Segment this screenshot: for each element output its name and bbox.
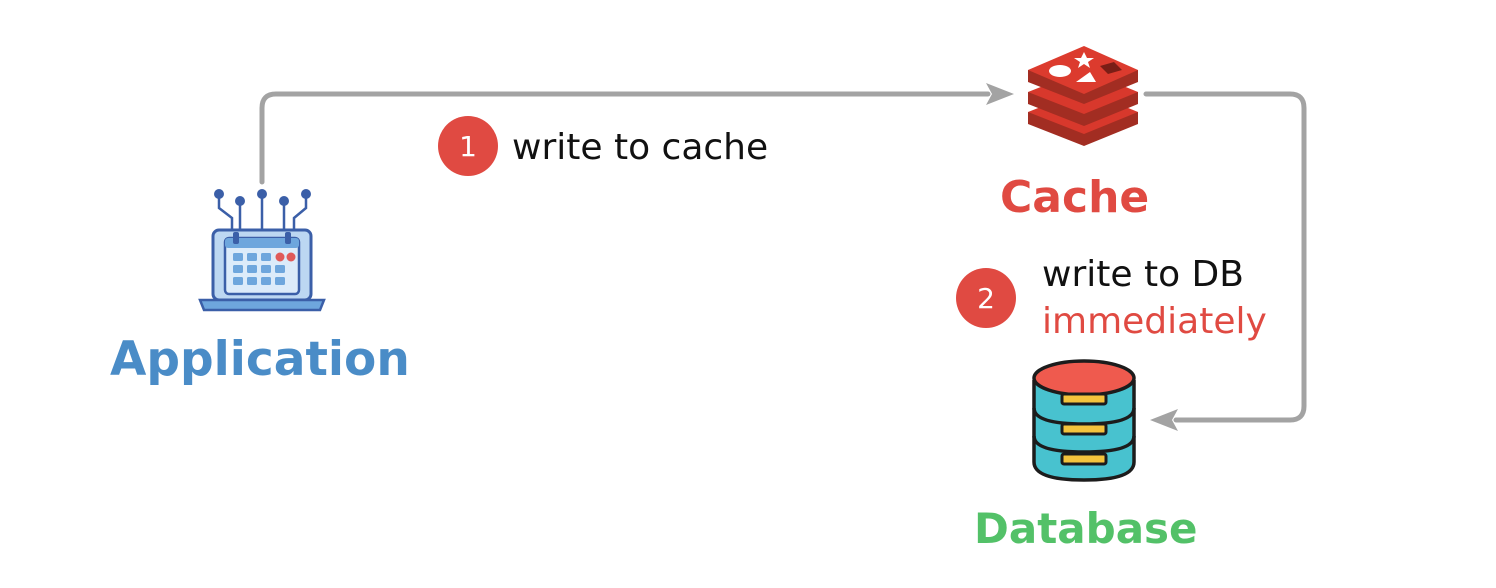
step-2-text-line1: write to DB — [1042, 254, 1244, 295]
step-1-badge: 1 — [438, 116, 498, 176]
step-1-number: 1 — [459, 130, 477, 163]
cache-label: Cache — [1000, 172, 1150, 223]
step-2-text-line2: immediately — [1042, 301, 1267, 342]
redis-cache-icon — [1028, 46, 1138, 146]
database-icon — [1032, 359, 1136, 482]
step-1-text: write to cache — [512, 127, 769, 168]
arrow-app-to-cache — [259, 83, 1014, 185]
database-label: Database — [974, 504, 1198, 553]
application-laptop-icon — [198, 189, 326, 312]
application-label: Application — [110, 332, 410, 387]
arrow-cache-to-db — [1143, 91, 1307, 431]
step-2-number: 2 — [977, 282, 995, 315]
step-2-badge: 2 — [956, 268, 1016, 328]
